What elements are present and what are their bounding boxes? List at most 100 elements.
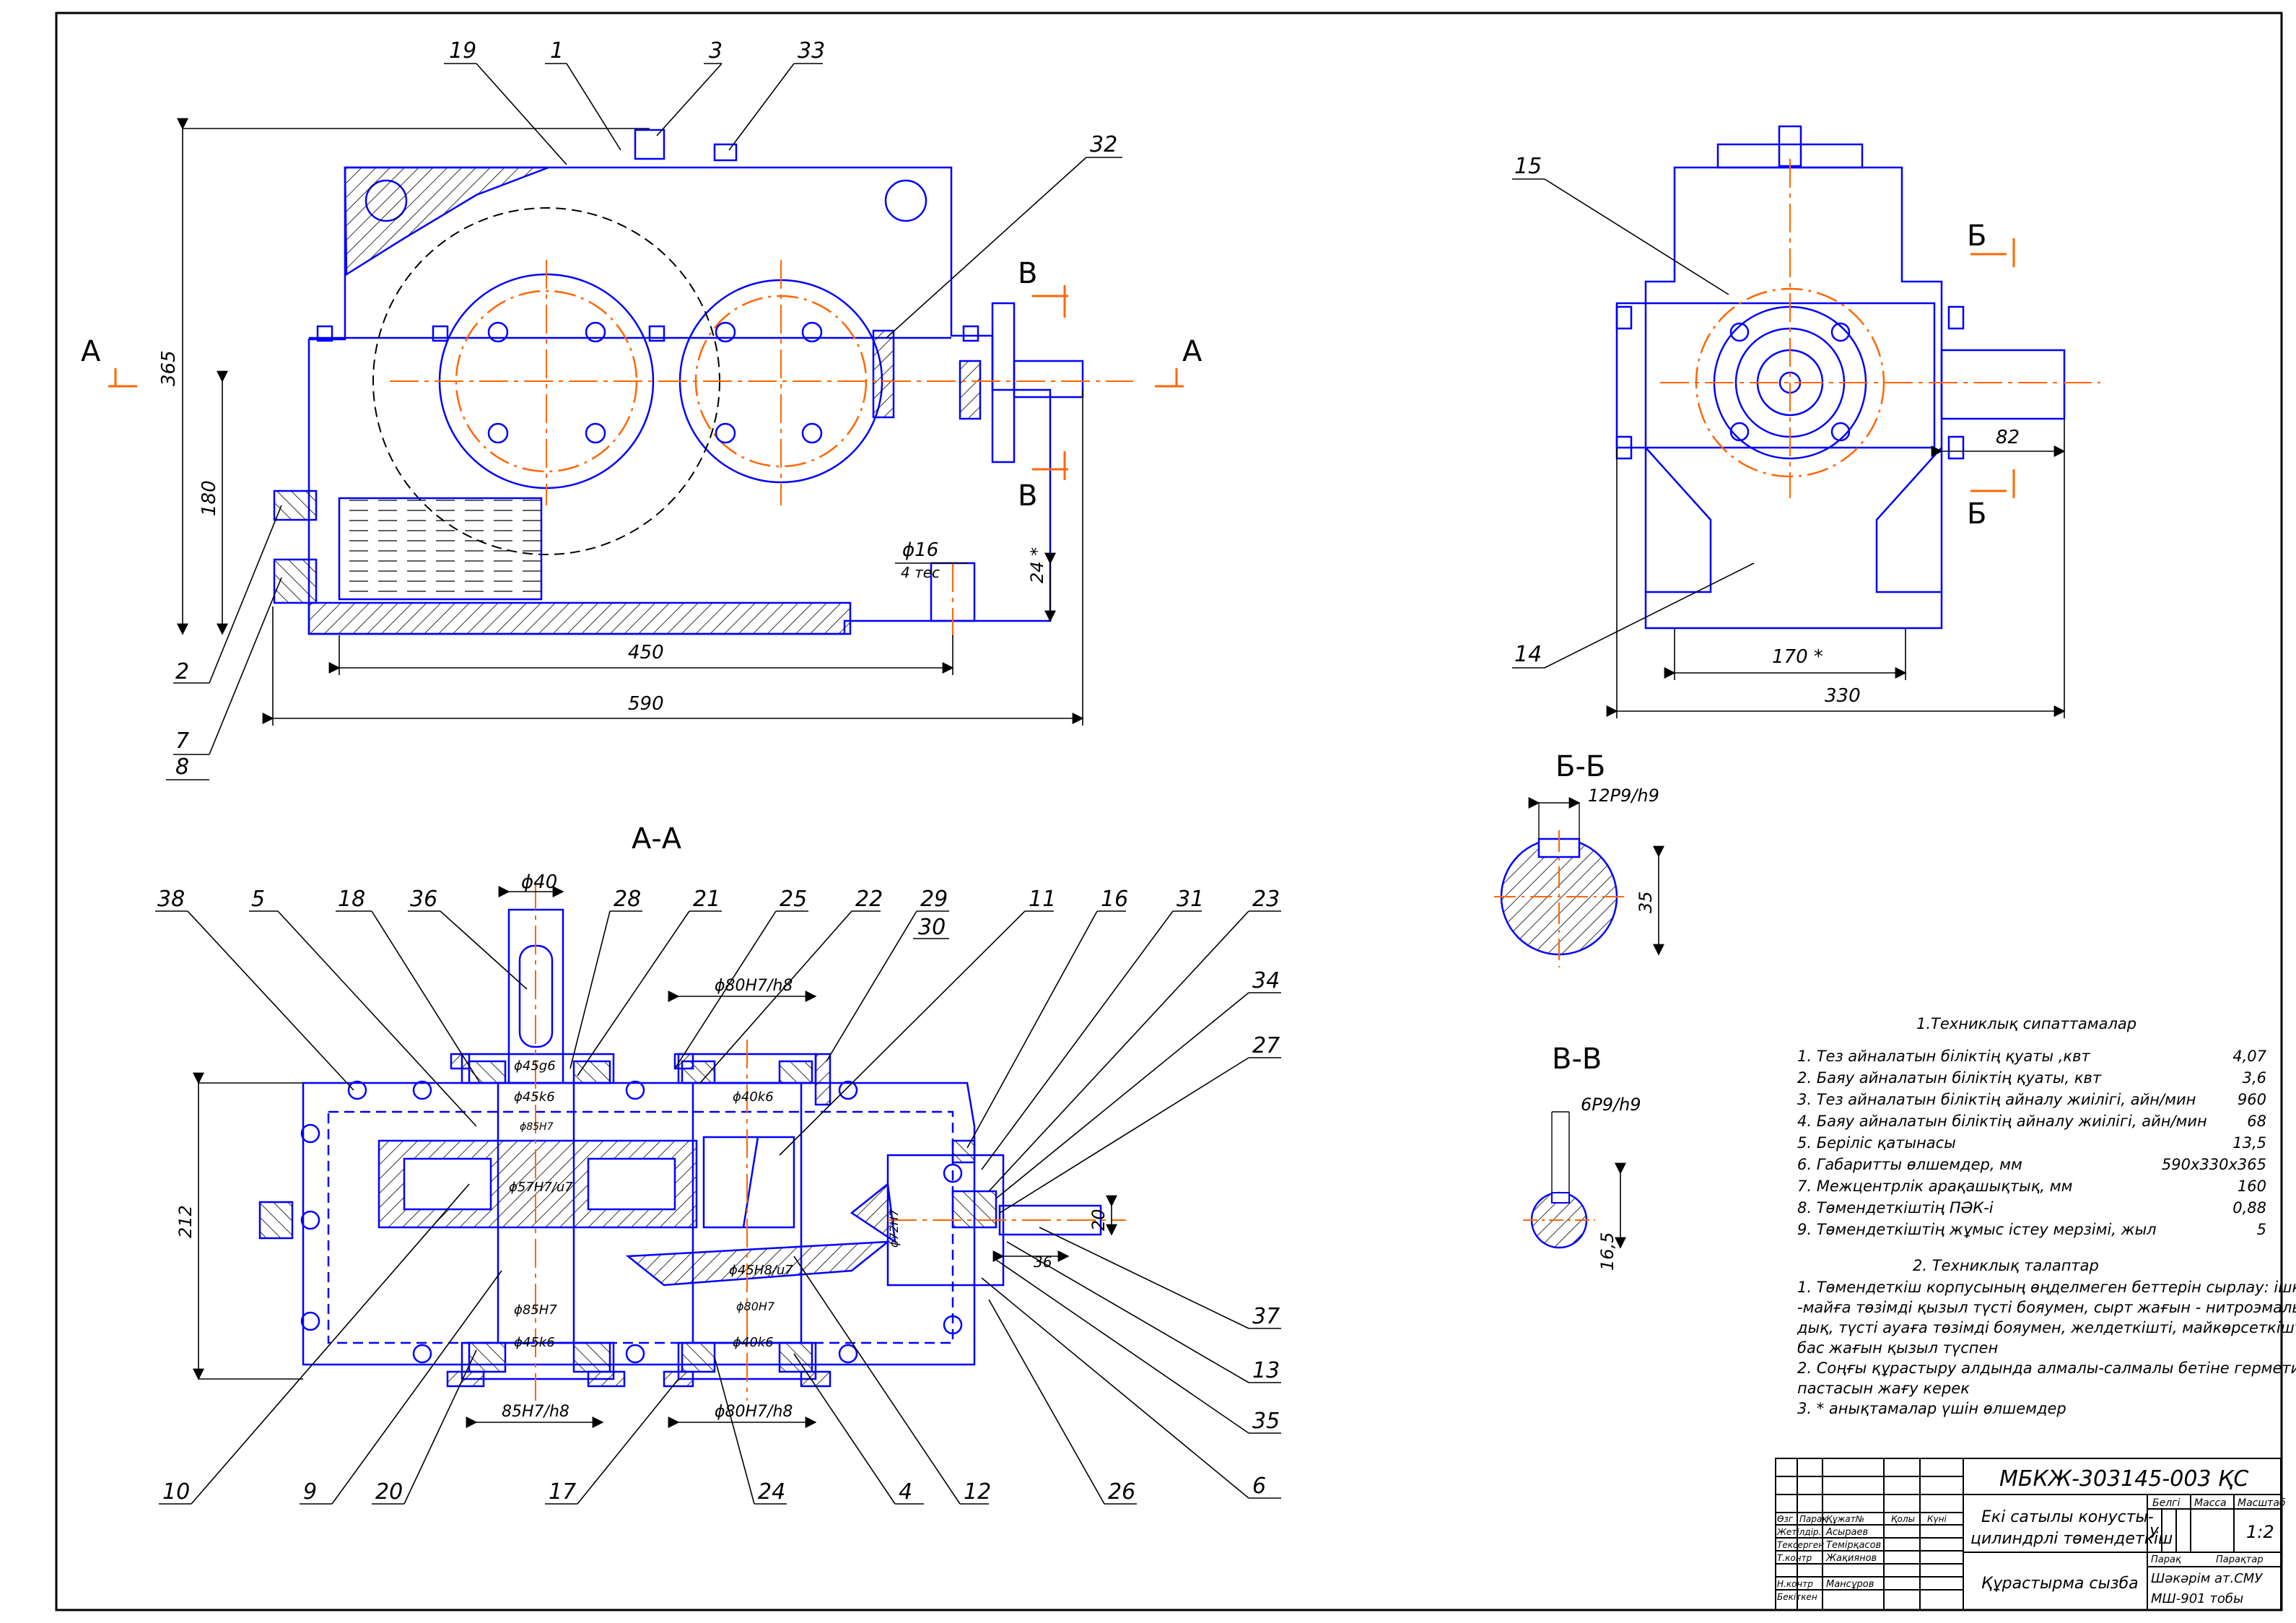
- doc-type: Құрастырма сызба: [1981, 1575, 2139, 1593]
- dim-450: 450: [628, 642, 664, 663]
- label-30: 30: [918, 915, 946, 940]
- spec-label: 5. Беріліс қатынасы: [1797, 1134, 1956, 1152]
- label-14: 14: [1514, 642, 1542, 667]
- section-b-top: Б: [1967, 219, 1986, 253]
- spec-label: 8. Төмендеткіштің ПӘК-і: [1797, 1199, 1994, 1217]
- label-21: 21: [693, 887, 720, 912]
- section-a-right: А: [1182, 335, 1202, 368]
- name-nch: Мансұров: [1826, 1579, 1874, 1590]
- aa-dimensions: [193, 886, 1117, 1428]
- head-mass: Масса: [2194, 1497, 2227, 1509]
- name-dev: Асыраев: [1825, 1527, 1868, 1538]
- spec-label: 4. Баяу айналатын біліктің айналу жиіліг…: [1797, 1113, 2207, 1130]
- section-b-bottom: Б: [1967, 497, 1986, 531]
- aa-leaders: [155, 910, 1281, 1505]
- fit-72h7: ϕ72H7: [887, 1209, 901, 1248]
- label-17: 17: [549, 1479, 576, 1505]
- col-sign: Қолы: [1891, 1514, 1915, 1524]
- label-36: 36: [410, 887, 437, 912]
- role-nch: Н.контр: [1777, 1579, 1813, 1589]
- dim-20: 20: [1088, 1209, 1109, 1231]
- label-29: 29: [920, 887, 948, 912]
- spec-label: 3. Тез айналатын біліктің айналу жиілігі…: [1797, 1091, 2196, 1108]
- label-34: 34: [1252, 968, 1280, 993]
- requirement-line: дық, түсті ауаға төзімді бояумен, желдет…: [1797, 1319, 2296, 1336]
- label-32: 32: [1090, 132, 1117, 157]
- label-7: 7: [175, 728, 189, 754]
- side-leaders: [1512, 178, 1755, 669]
- dim-6p9: 6P9/h9: [1581, 1095, 1641, 1115]
- spec-value: 68: [2247, 1113, 2266, 1130]
- aa-centerlines: [535, 881, 1126, 1401]
- fit-85h7h8: 85H7/h8: [502, 1403, 569, 1421]
- role-dev: Жетілдір.: [1776, 1527, 1821, 1537]
- label-25: 25: [780, 887, 807, 912]
- spec-label: 6. Габаритты өлшемдер, мм: [1797, 1156, 2022, 1173]
- label-8: 8: [175, 754, 189, 780]
- spec-label: 2. Баяу айналатын біліктің қуаты, квт: [1797, 1069, 2102, 1087]
- dim-d16: ϕ16: [902, 539, 938, 561]
- specs-title: 1.Техниклық сипаттамалар: [1916, 1015, 2136, 1032]
- dim-d40: ϕ40: [521, 871, 557, 893]
- label-16: 16: [1101, 887, 1128, 912]
- name-chk: Темірқасов: [1826, 1540, 1881, 1551]
- role-app: Бекіткен: [1777, 1592, 1817, 1602]
- label-22: 22: [855, 887, 883, 912]
- spec-value: 0,88: [2232, 1199, 2266, 1217]
- requirement-line: пастасын жағу керек: [1797, 1380, 1970, 1397]
- litera: У: [2149, 1524, 2160, 1541]
- label-27: 27: [1252, 1033, 1280, 1058]
- side-housing-outline: [1644, 166, 1943, 630]
- fit-45k6-top: ϕ45k6: [514, 1089, 555, 1105]
- aa-part-labels: 38 5 18 36 28 21 25 22 29 30 11 16 31 23…: [157, 887, 1280, 1505]
- label-24: 24: [758, 1479, 785, 1505]
- fit-45k6-bottom: ϕ45k6: [514, 1335, 555, 1350]
- technical-requirements: 2. Техниклық талаптар 1. Төмендеткіш кор…: [1797, 1257, 2296, 1417]
- role-tch: Т.контр: [1777, 1553, 1812, 1563]
- fit-80h7h8-bottom: ϕ80H7/h8: [715, 1403, 793, 1421]
- label-35: 35: [1252, 1409, 1280, 1434]
- technical-specs: 1.Техниклық сипаттамалар 1. Тез айналаты…: [1797, 1015, 2267, 1238]
- drain-plug: [273, 489, 318, 521]
- side-dimensions: [1606, 419, 2066, 718]
- dim-170: 170 *: [1772, 646, 1823, 668]
- requirement-line: -майға төзімді қызыл түсті бояумен, сырт…: [1797, 1299, 2296, 1316]
- col-izm: Өзг: [1777, 1514, 1794, 1524]
- label-18: 18: [338, 887, 365, 912]
- dim-180: 180: [198, 480, 220, 516]
- scale-value: 1:2: [2246, 1522, 2274, 1542]
- side-centerlines: [1660, 159, 2100, 498]
- label-12: 12: [964, 1479, 991, 1505]
- front-part-labels: 19 1 3 33 32 2 7 8: [175, 38, 1117, 780]
- label-13: 13: [1252, 1358, 1280, 1383]
- label-10: 10: [162, 1479, 190, 1505]
- spec-value: 3,6: [2243, 1069, 2266, 1087]
- dim-330: 330: [1825, 685, 1861, 707]
- label-38: 38: [157, 887, 185, 912]
- label-15: 15: [1514, 154, 1542, 179]
- spec-value: 960: [2238, 1091, 2266, 1108]
- oil-sump: [338, 497, 543, 601]
- fit-40k6-top: ϕ40k6: [733, 1089, 774, 1105]
- aa-dim-text: 212 ϕ40 ϕ45g6 ϕ45k6 ϕ85H7 ϕ57H7/u7 ϕ80H7…: [175, 871, 1109, 1421]
- section-aa-title: А-А: [632, 822, 682, 856]
- dim-24: 24 *: [1027, 547, 1047, 583]
- section-markers-side: Б Б: [1967, 219, 2015, 531]
- label-28: 28: [614, 887, 641, 912]
- dim-365: 365: [158, 350, 180, 386]
- section-v-bottom: В: [1018, 479, 1037, 513]
- spec-label: 9. Төмендеткіштің жұмыс істеу мерзімі, ж…: [1797, 1221, 2157, 1238]
- sheets-label: Парақтар: [2216, 1554, 2264, 1565]
- sheet-label: Парақ: [2151, 1554, 2181, 1565]
- org-line-2: МШ-901 тобы: [2151, 1591, 2243, 1606]
- side-dim-text: 330 170 * 82: [1772, 427, 2020, 707]
- dim-212: 212: [175, 1205, 196, 1238]
- dim-82: 82: [1996, 427, 2020, 448]
- sheet-frame: [55, 12, 2283, 1611]
- spec-value: 4,07: [2232, 1048, 2266, 1065]
- section-aa: А-А: [632, 822, 682, 856]
- requirements-title: 2. Техниклық талаптар: [1913, 1257, 2099, 1274]
- spec-label: 7. Межцентрлік арақашықтық, мм: [1797, 1178, 2073, 1195]
- doc-code: МБКЖ-303145-003 ҚС: [1999, 1466, 2248, 1492]
